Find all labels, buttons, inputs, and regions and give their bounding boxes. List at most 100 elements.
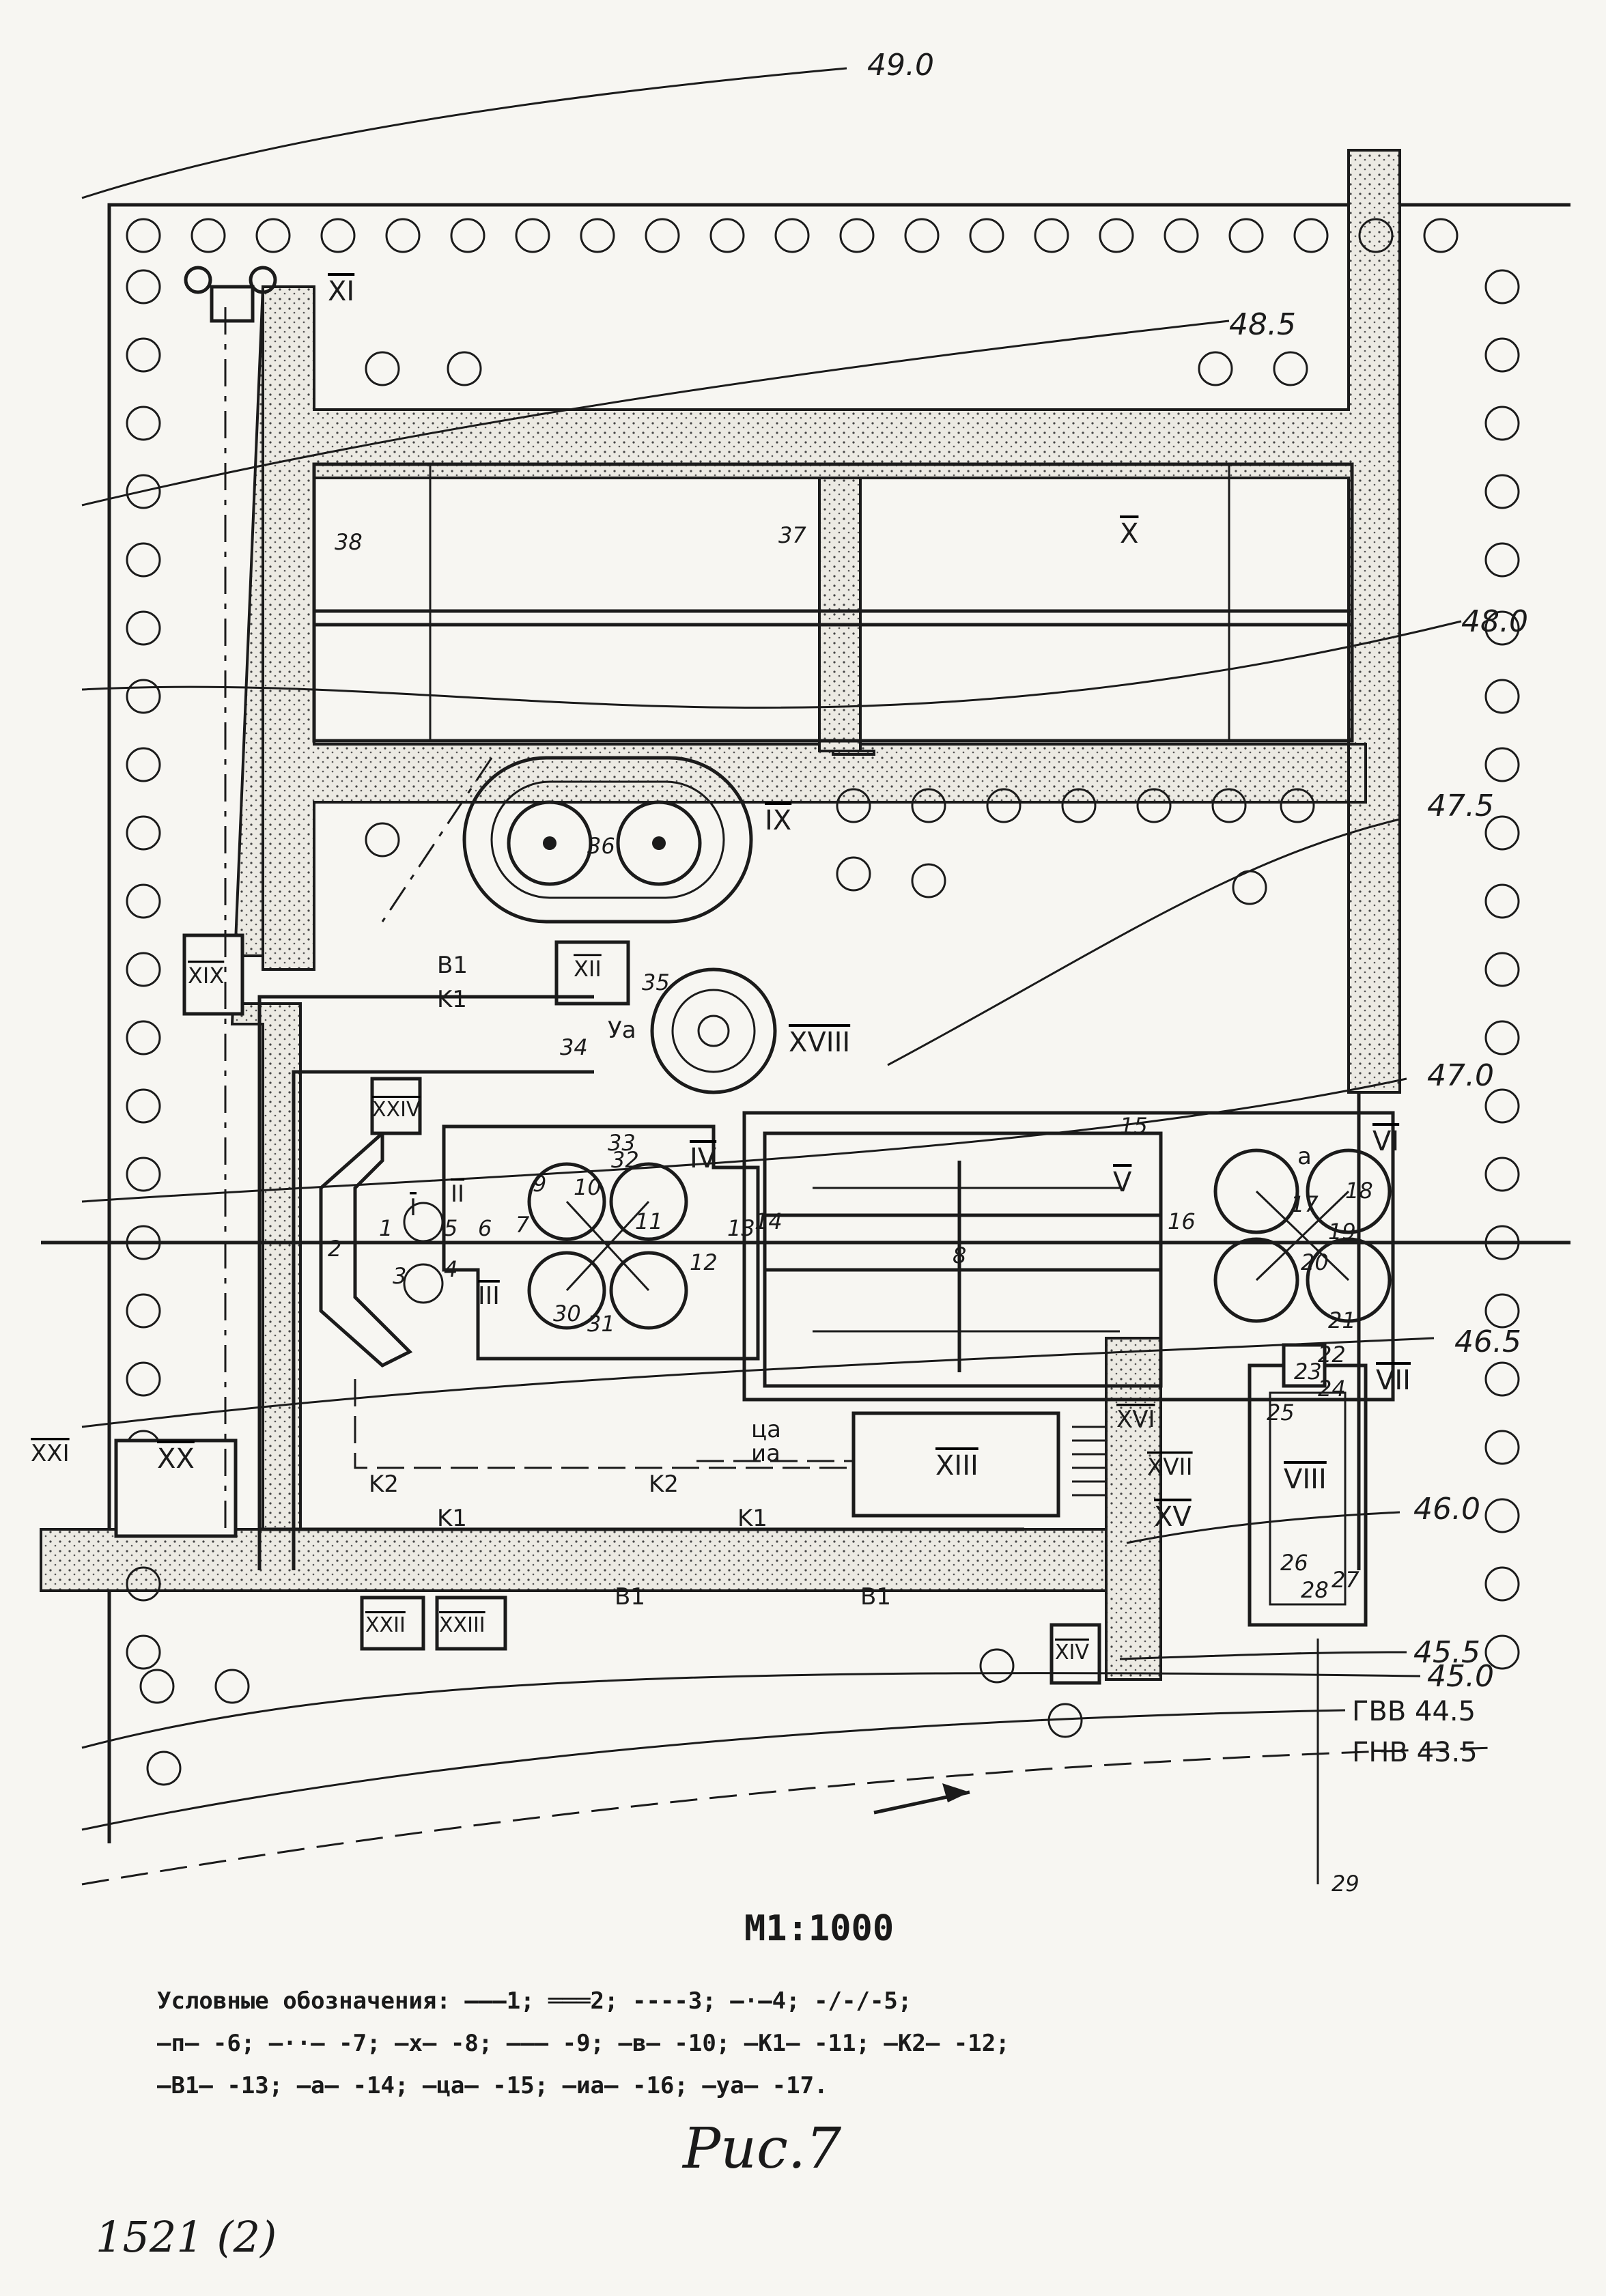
point-9: 9 <box>533 1171 546 1197</box>
point-15: 15 <box>1120 1113 1148 1139</box>
tree-symbol <box>645 218 680 253</box>
tank-XVIII <box>650 967 777 1094</box>
tree-symbol <box>139 1669 175 1704</box>
pipe-label-ia: иа <box>751 1440 780 1467</box>
pipe-labels: B1 K1 K1 K1 K2 K2 B1 B1 a Уа иа ца <box>369 952 1312 1611</box>
contour-label: 46.5 <box>1454 1324 1521 1359</box>
tree-symbol <box>126 1361 161 1397</box>
tree-symbol <box>1484 1634 1520 1670</box>
tree-symbol <box>1484 952 1520 987</box>
tree-symbol <box>1061 788 1097 823</box>
tree-symbol <box>126 337 161 373</box>
tree-symbol <box>126 883 161 919</box>
point-11: 11 <box>635 1208 663 1234</box>
tree-symbol <box>580 218 615 253</box>
contour-48-0 <box>81 620 1462 709</box>
point-34: 34 <box>560 1034 588 1060</box>
point-10: 10 <box>574 1174 602 1200</box>
tree-symbol <box>126 218 161 253</box>
tree-symbol <box>126 1634 161 1670</box>
tree-symbol <box>1484 1293 1520 1329</box>
point-24: 24 <box>1318 1376 1346 1402</box>
label-XXII: XXII <box>365 1613 406 1637</box>
structure-XI <box>184 266 277 323</box>
legend-line: —п— -6; —··— -7; —x— -8; ——— -9; —в— -10… <box>157 2030 1010 2057</box>
tree-symbol <box>1484 337 1520 373</box>
tree-symbol <box>1034 218 1069 253</box>
tree-symbol <box>709 218 745 253</box>
legend-line: Условные обозначения: ———1; ═══2; ----3;… <box>157 1987 912 2015</box>
tree-symbol <box>126 542 161 578</box>
contour-43-5 <box>81 1746 1496 1886</box>
point-36: 36 <box>587 833 615 859</box>
tree-symbol <box>1484 610 1520 646</box>
point-3: 3 <box>393 1263 406 1289</box>
point-13: 13 <box>727 1215 755 1241</box>
contour-label: 49.0 <box>867 48 934 83</box>
point-35: 35 <box>642 969 670 995</box>
tree-symbol <box>911 788 946 823</box>
tree-symbol <box>1484 1430 1520 1465</box>
aeration-tank-V <box>742 1111 1395 1402</box>
contour-47-5 <box>887 818 1400 1066</box>
tree-symbol <box>214 1669 250 1704</box>
point-25: 25 <box>1267 1400 1295 1426</box>
tree-symbol <box>1198 351 1233 386</box>
building-XIII <box>851 1411 1060 1518</box>
pipe-label-a: a <box>1297 1143 1312 1170</box>
label-V: V <box>1113 1167 1132 1198</box>
label-XXIV: XXIV <box>372 1098 421 1122</box>
tree-symbol <box>1484 1020 1520 1055</box>
tree-symbol <box>126 1157 161 1192</box>
point-numbers: 1 2 3 4 5 6 7 8 9 10 11 12 13 14 15 16 1… <box>328 522 1373 1897</box>
trees <box>126 218 1520 1786</box>
tree-symbol <box>836 788 871 823</box>
label-X: X <box>1120 518 1138 550</box>
river-flow-arrowhead <box>942 1783 970 1802</box>
tree-symbol <box>1484 883 1520 919</box>
contour-label: 45.0 <box>1427 1659 1494 1694</box>
contour-label: 45.5 <box>1413 1635 1480 1670</box>
point-2: 2 <box>328 1236 341 1262</box>
point-32: 32 <box>611 1147 639 1173</box>
point-21: 21 <box>1328 1307 1356 1333</box>
tree-symbol <box>969 218 1004 253</box>
tree-symbol <box>191 218 226 253</box>
point-28: 28 <box>1301 1577 1329 1603</box>
label-XII: XII <box>574 956 602 982</box>
pipe-label-k2: K2 <box>649 1471 679 1498</box>
building-XIX <box>182 933 244 1016</box>
pipe-label-k1: K1 <box>737 1505 767 1532</box>
tree-symbol <box>1280 788 1315 823</box>
tree-symbol <box>839 218 875 253</box>
contour-49-0 <box>81 67 847 199</box>
tree-symbol <box>1099 218 1134 253</box>
point-18: 18 <box>1345 1178 1373 1204</box>
tree-symbol <box>1484 1498 1520 1533</box>
pipelines <box>41 307 1570 1884</box>
tree-symbol <box>1484 1088 1520 1124</box>
tree-symbol <box>320 218 356 253</box>
tree-symbol <box>774 218 810 253</box>
roads <box>40 149 1401 1681</box>
label-XX: XX <box>157 1443 195 1475</box>
contour-labels: 49.0 48.5 48.0 47.5 47.0 46.5 46.0 45.5 … <box>867 48 1528 1768</box>
point-5: 5 <box>444 1215 457 1241</box>
tree-symbol <box>911 863 946 898</box>
label-XV: XV <box>1154 1501 1192 1533</box>
contact-tank-VII-VIII <box>1248 1343 1368 1627</box>
tree-symbol <box>1293 218 1329 253</box>
tree-symbol <box>515 218 550 253</box>
point-33: 33 <box>608 1130 636 1156</box>
tree-symbol <box>126 815 161 851</box>
tree-symbol <box>1484 747 1520 782</box>
contour-45-0 <box>81 1672 1421 1749</box>
contour-label: 46.0 <box>1413 1492 1480 1527</box>
point-31: 31 <box>587 1311 615 1337</box>
tree-symbol <box>1164 218 1199 253</box>
tree-symbol <box>255 218 291 253</box>
contour-label: ГВВ 44.5 <box>1352 1696 1476 1727</box>
sheet-number: 1521 (2) <box>96 2212 277 2262</box>
tree-symbol <box>836 856 871 892</box>
tree-symbol <box>385 218 421 253</box>
